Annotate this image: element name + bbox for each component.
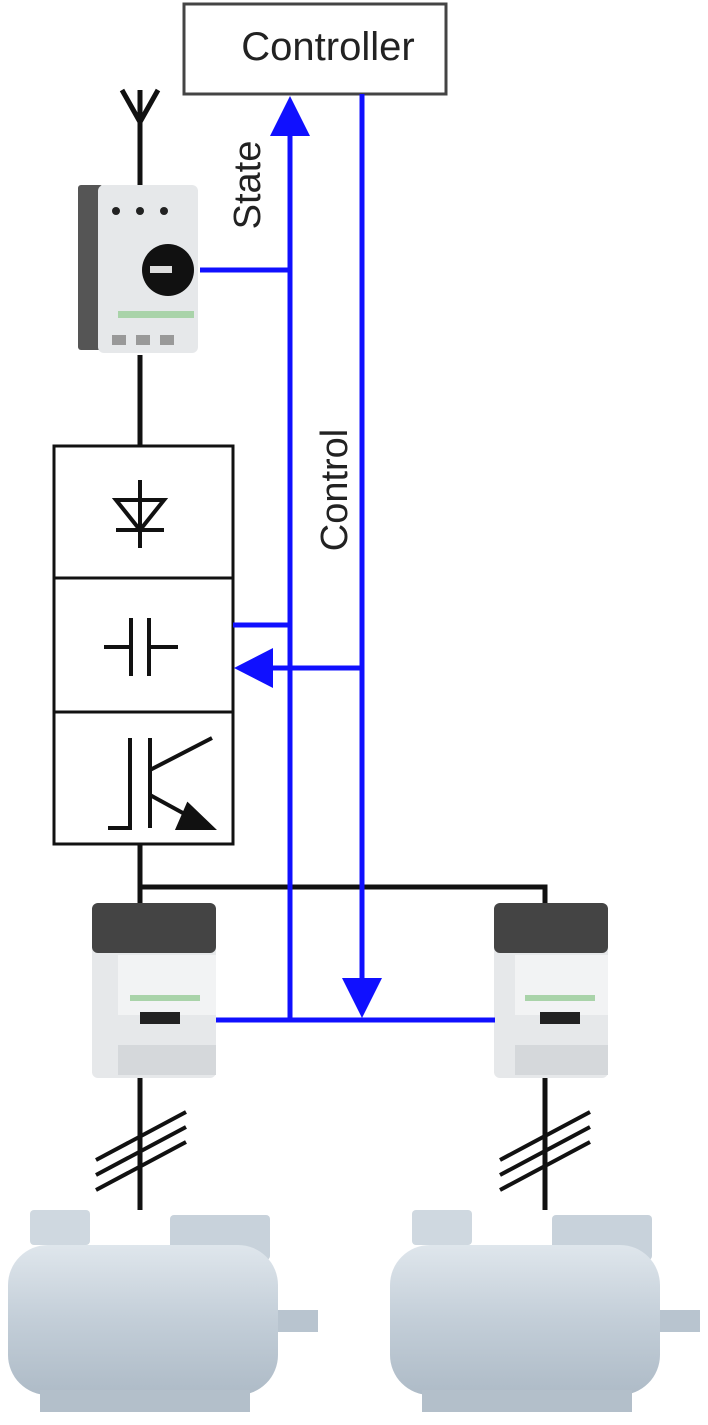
power-bus (137, 844, 548, 905)
control-arrow-down-icon (342, 978, 382, 1018)
contactor-left-icon (92, 903, 216, 1078)
power-supply-icon (119, 88, 161, 185)
control-arrow-left-icon (234, 648, 273, 688)
rectifier-diode-icon (111, 480, 169, 548)
controller-box: Controller (182, 2, 448, 96)
circuit-breaker-icon (78, 185, 198, 353)
motor-left-icon (8, 1210, 318, 1412)
three-phase-line-right (499, 1078, 591, 1210)
controller-label: Controller (241, 25, 414, 69)
capacitor-icon (104, 618, 178, 676)
state-label: State (227, 141, 269, 230)
motor-right-icon (390, 1210, 700, 1412)
control-label: Control (314, 429, 356, 552)
state-arrow-icon (270, 96, 310, 136)
frequency-converter (52, 444, 235, 846)
state-signal-lines (200, 125, 495, 1023)
control-signal-lines (265, 94, 365, 985)
igbt-transistor-icon (108, 736, 217, 830)
contactor-right-icon (494, 903, 608, 1078)
three-phase-line-left (95, 1078, 187, 1210)
